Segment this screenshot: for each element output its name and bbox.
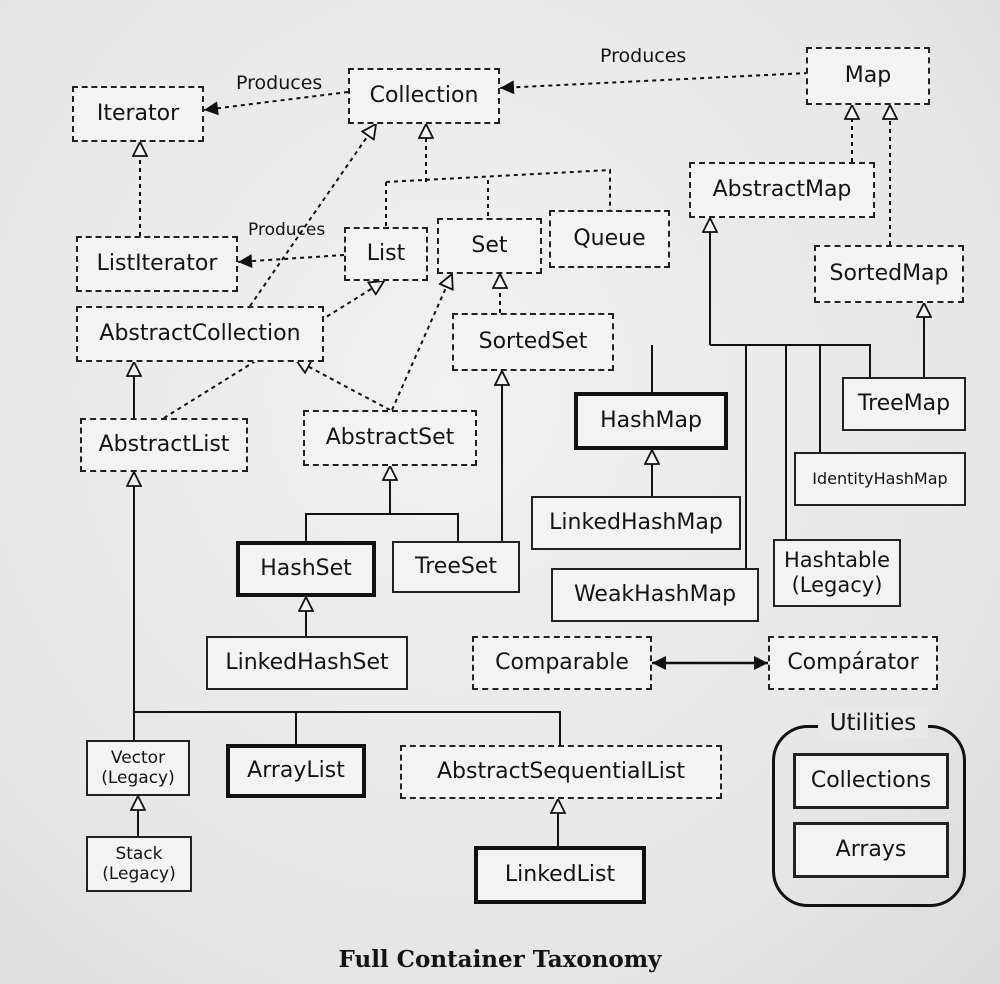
list-iterator-label: ListIterator [96, 251, 218, 277]
hash-map-label: HashMap [600, 408, 702, 434]
abstract-list-node: AbstractList [80, 418, 248, 472]
collection-node: Collection [348, 68, 500, 124]
sorted-map-label: SortedMap [829, 261, 949, 287]
produces-iterator-arrow [203, 91, 349, 116]
stack-node: Stack (Legacy) [86, 836, 192, 892]
abstract-set-label: AbstractSet [325, 425, 455, 451]
set-node: Set [437, 218, 542, 274]
produces-map-label: Produces [600, 45, 687, 67]
abstract-map-node: AbstractMap [689, 162, 875, 218]
tree-set-node: TreeSet [392, 541, 520, 593]
identity-hash-map-node: IdentityHashMap [794, 452, 966, 506]
utilities-title: Utilities [818, 708, 928, 738]
hash-map-node: HashMap [574, 392, 728, 450]
list-iterator-node: ListIterator [76, 236, 238, 292]
set-label: Set [471, 233, 508, 259]
hash-set-label: HashSet [260, 556, 352, 582]
comparable-node: Comparable [472, 636, 652, 690]
collections-label: Collections [810, 768, 932, 794]
abstract-collection-to-collection [249, 124, 376, 307]
produces-map-arrow [499, 72, 809, 95]
tree-map-node: TreeMap [842, 377, 966, 431]
abstract-set-branch [305, 513, 459, 541]
abstract-collection-label: AbstractCollection [99, 321, 301, 347]
vector-label: Vector (Legacy) [101, 747, 175, 788]
hashtable-label: Hashtable (Legacy) [783, 548, 891, 597]
diagram-caption: Full Container Taxonomy [338, 946, 662, 973]
sorted-map-node: SortedMap [814, 245, 964, 303]
array-list-label: ArrayList [247, 758, 345, 784]
linked-hash-map-node: LinkedHashMap [531, 496, 741, 550]
produces-list-iterator-label: Produces [248, 220, 326, 240]
abstract-set-to-set [391, 274, 452, 411]
comparator-label: Compárator [787, 650, 919, 676]
arrays-label: Arrays [835, 837, 907, 863]
identity-hash-map-label: IdentityHashMap [812, 468, 948, 488]
tree-set-label: TreeSet [415, 554, 497, 580]
array-list-node: ArrayList [226, 744, 366, 798]
sorted-set-node: SortedSet [452, 313, 614, 371]
comparable-label: Comparable [495, 650, 629, 676]
vector-node: Vector (Legacy) [86, 740, 190, 796]
abstract-sequential-list-node: AbstractSequentialList [400, 745, 722, 799]
weak-hash-map-label: WeakHashMap [573, 582, 737, 608]
hash-set-node: HashSet [236, 541, 376, 597]
linked-list-label: LinkedList [504, 862, 616, 888]
queue-node: Queue [549, 210, 670, 268]
list-label: List [366, 241, 406, 267]
abstract-map-branch [710, 344, 871, 377]
abstract-sequential-list-label: AbstractSequentialList [436, 759, 686, 785]
iterator-node: Iterator [72, 86, 204, 142]
collection-tree-branch [385, 168, 611, 210]
map-label: Map [844, 63, 892, 89]
tree-map-label: TreeMap [857, 391, 951, 417]
collections-node: Collections [793, 753, 949, 809]
list-node: List [344, 227, 428, 281]
map-node: Map [806, 47, 930, 105]
abstract-list-label: AbstractList [98, 432, 230, 458]
abstract-collection-node: AbstractCollection [76, 306, 324, 362]
linked-hash-set-node: LinkedHashSet [206, 636, 408, 690]
weak-hash-map-node: WeakHashMap [551, 568, 759, 622]
abstract-map-label: AbstractMap [712, 177, 852, 203]
linked-list-node: LinkedList [474, 846, 646, 904]
queue-label: Queue [573, 226, 646, 252]
abstract-set-node: AbstractSet [303, 410, 477, 466]
hashtable-node: Hashtable (Legacy) [773, 539, 901, 607]
abstract-set-to-abstract-collection [296, 360, 391, 411]
collection-label: Collection [369, 83, 479, 109]
arrays-node: Arrays [793, 822, 949, 878]
sorted-set-label: SortedSet [478, 329, 588, 355]
linked-hash-map-label: LinkedHashMap [549, 510, 723, 536]
produces-iterator-label: Produces [236, 72, 323, 94]
comparator-node: Compárator [768, 636, 938, 690]
abstract-list-branch [134, 711, 561, 745]
stack-label: Stack (Legacy) [102, 843, 176, 884]
produces-list-iterator-arrow [237, 254, 345, 269]
iterator-label: Iterator [96, 101, 180, 127]
linked-hash-set-label: LinkedHashSet [225, 650, 389, 676]
